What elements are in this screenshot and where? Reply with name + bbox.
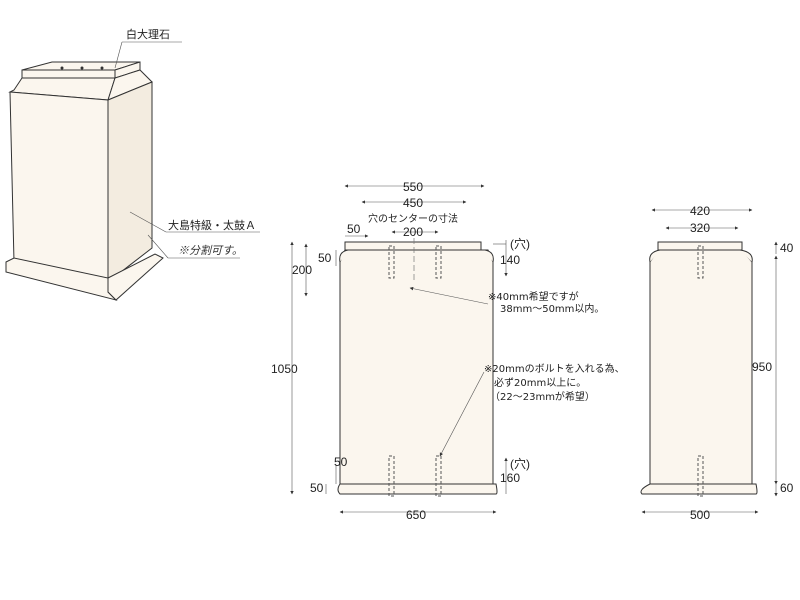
- dim-550: 550: [403, 180, 423, 194]
- dim-hole-label-top: (穴): [510, 236, 530, 251]
- front-cap: [344, 241, 482, 251]
- dim-200-center: 200: [403, 225, 423, 239]
- label-split-note: ※分割可す。: [178, 244, 243, 257]
- marble-slab-front: [21, 69, 116, 79]
- front-body: [339, 249, 494, 485]
- perspective-view: 白大理石 大島特級・太鼓Ａ ※分割可す。: [5, 27, 260, 301]
- side-hole-top: [697, 245, 704, 279]
- dim-50-bottom-b: 50: [310, 481, 324, 495]
- front-view: 550 450 穴のセンターの寸法 200 50 (穴) 140 200 50 …: [271, 180, 625, 522]
- side-body: [649, 249, 753, 485]
- dim-50-bottom-a: 50: [334, 455, 348, 469]
- dim-1050: 1050: [271, 362, 298, 376]
- dim-650: 650: [406, 508, 426, 522]
- front-hole-top-left: [388, 245, 395, 279]
- dim-450: 450: [403, 196, 423, 210]
- main-body-front: [9, 91, 109, 283]
- front-base: [337, 483, 498, 495]
- main-body-side: [107, 81, 153, 284]
- hole-center-title: 穴のセンターの寸法: [368, 212, 458, 225]
- note-38-50mm: 38mm～50mm以内。: [500, 302, 604, 315]
- side-view: 420 320 40 950 60 500: [640, 204, 794, 522]
- dim-140: 140: [500, 253, 520, 267]
- front-hole-bottom-left: [388, 455, 395, 497]
- dim-950: 950: [752, 360, 772, 374]
- dim-320: 320: [690, 221, 710, 235]
- dim-50-left: 50: [318, 251, 332, 265]
- dim-420: 420: [690, 204, 710, 218]
- leader-note: [147, 234, 169, 259]
- note-22-23mm: （22～23mmが希望）: [490, 390, 595, 403]
- note-20mm-bolt: ※20mmのボルトを入れる為、: [484, 362, 625, 375]
- dim-50-top: 50: [347, 222, 361, 236]
- dim-40: 40: [780, 241, 794, 255]
- dim-200-left: 200: [292, 263, 312, 277]
- label-white-marble: 白大理石: [126, 27, 170, 41]
- note-20mm-min: 必ず20mm以上に。: [494, 376, 586, 389]
- leader-body: [129, 211, 167, 233]
- side-base: [640, 483, 758, 495]
- note-40mm: ※40mm希望ですが: [488, 290, 579, 303]
- side-hole-bottom: [697, 455, 704, 497]
- front-hole-top-right: [435, 245, 442, 279]
- dim-hole-label-bottom: (穴): [510, 456, 530, 471]
- base-side: [107, 253, 164, 301]
- leader-marble: [114, 41, 123, 69]
- label-material: 大島特級・太鼓Ａ: [168, 218, 256, 232]
- dim-500: 500: [690, 508, 710, 522]
- front-hole-bottom-right: [435, 455, 442, 497]
- dim-160: 160: [500, 471, 520, 485]
- dim-60: 60: [780, 481, 794, 495]
